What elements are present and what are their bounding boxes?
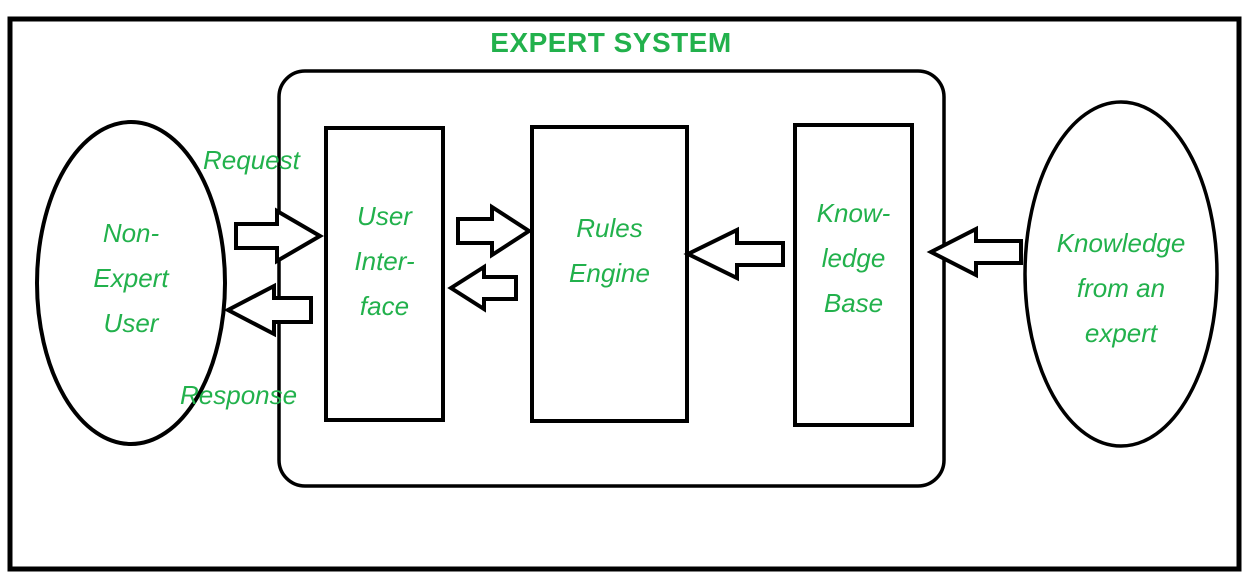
knowledge-base-label: Know- ledge Base [816,198,891,318]
diagram-title: EXPERT SYSTEM [490,27,732,58]
non-expert-user-ellipse [35,120,227,446]
rules-engine-box [530,125,689,423]
expert-knowledge-ellipse [1023,100,1219,448]
ui-to-rules-arrow [456,203,533,259]
request-arrow [234,207,324,265]
response-arrow [223,282,313,338]
expert-knowledge-label: Knowledge from an expert [1056,228,1186,348]
request-label: Request [203,145,300,175]
non-expert-user-label: Non- Expert User [93,218,169,338]
expert-system-boundary [277,69,946,488]
kb-to-rules-arrow [683,226,785,282]
outer-frame [7,16,1242,572]
user-interface-label: User Inter- face [354,201,415,321]
expert-to-kb-arrow [926,225,1023,279]
rules-engine-label: Rules Engine [569,213,650,288]
response-label: Response [180,380,298,410]
knowledge-base-box [793,123,914,427]
user-interface-box [324,126,445,422]
rules-to-ui-arrow [447,263,518,313]
